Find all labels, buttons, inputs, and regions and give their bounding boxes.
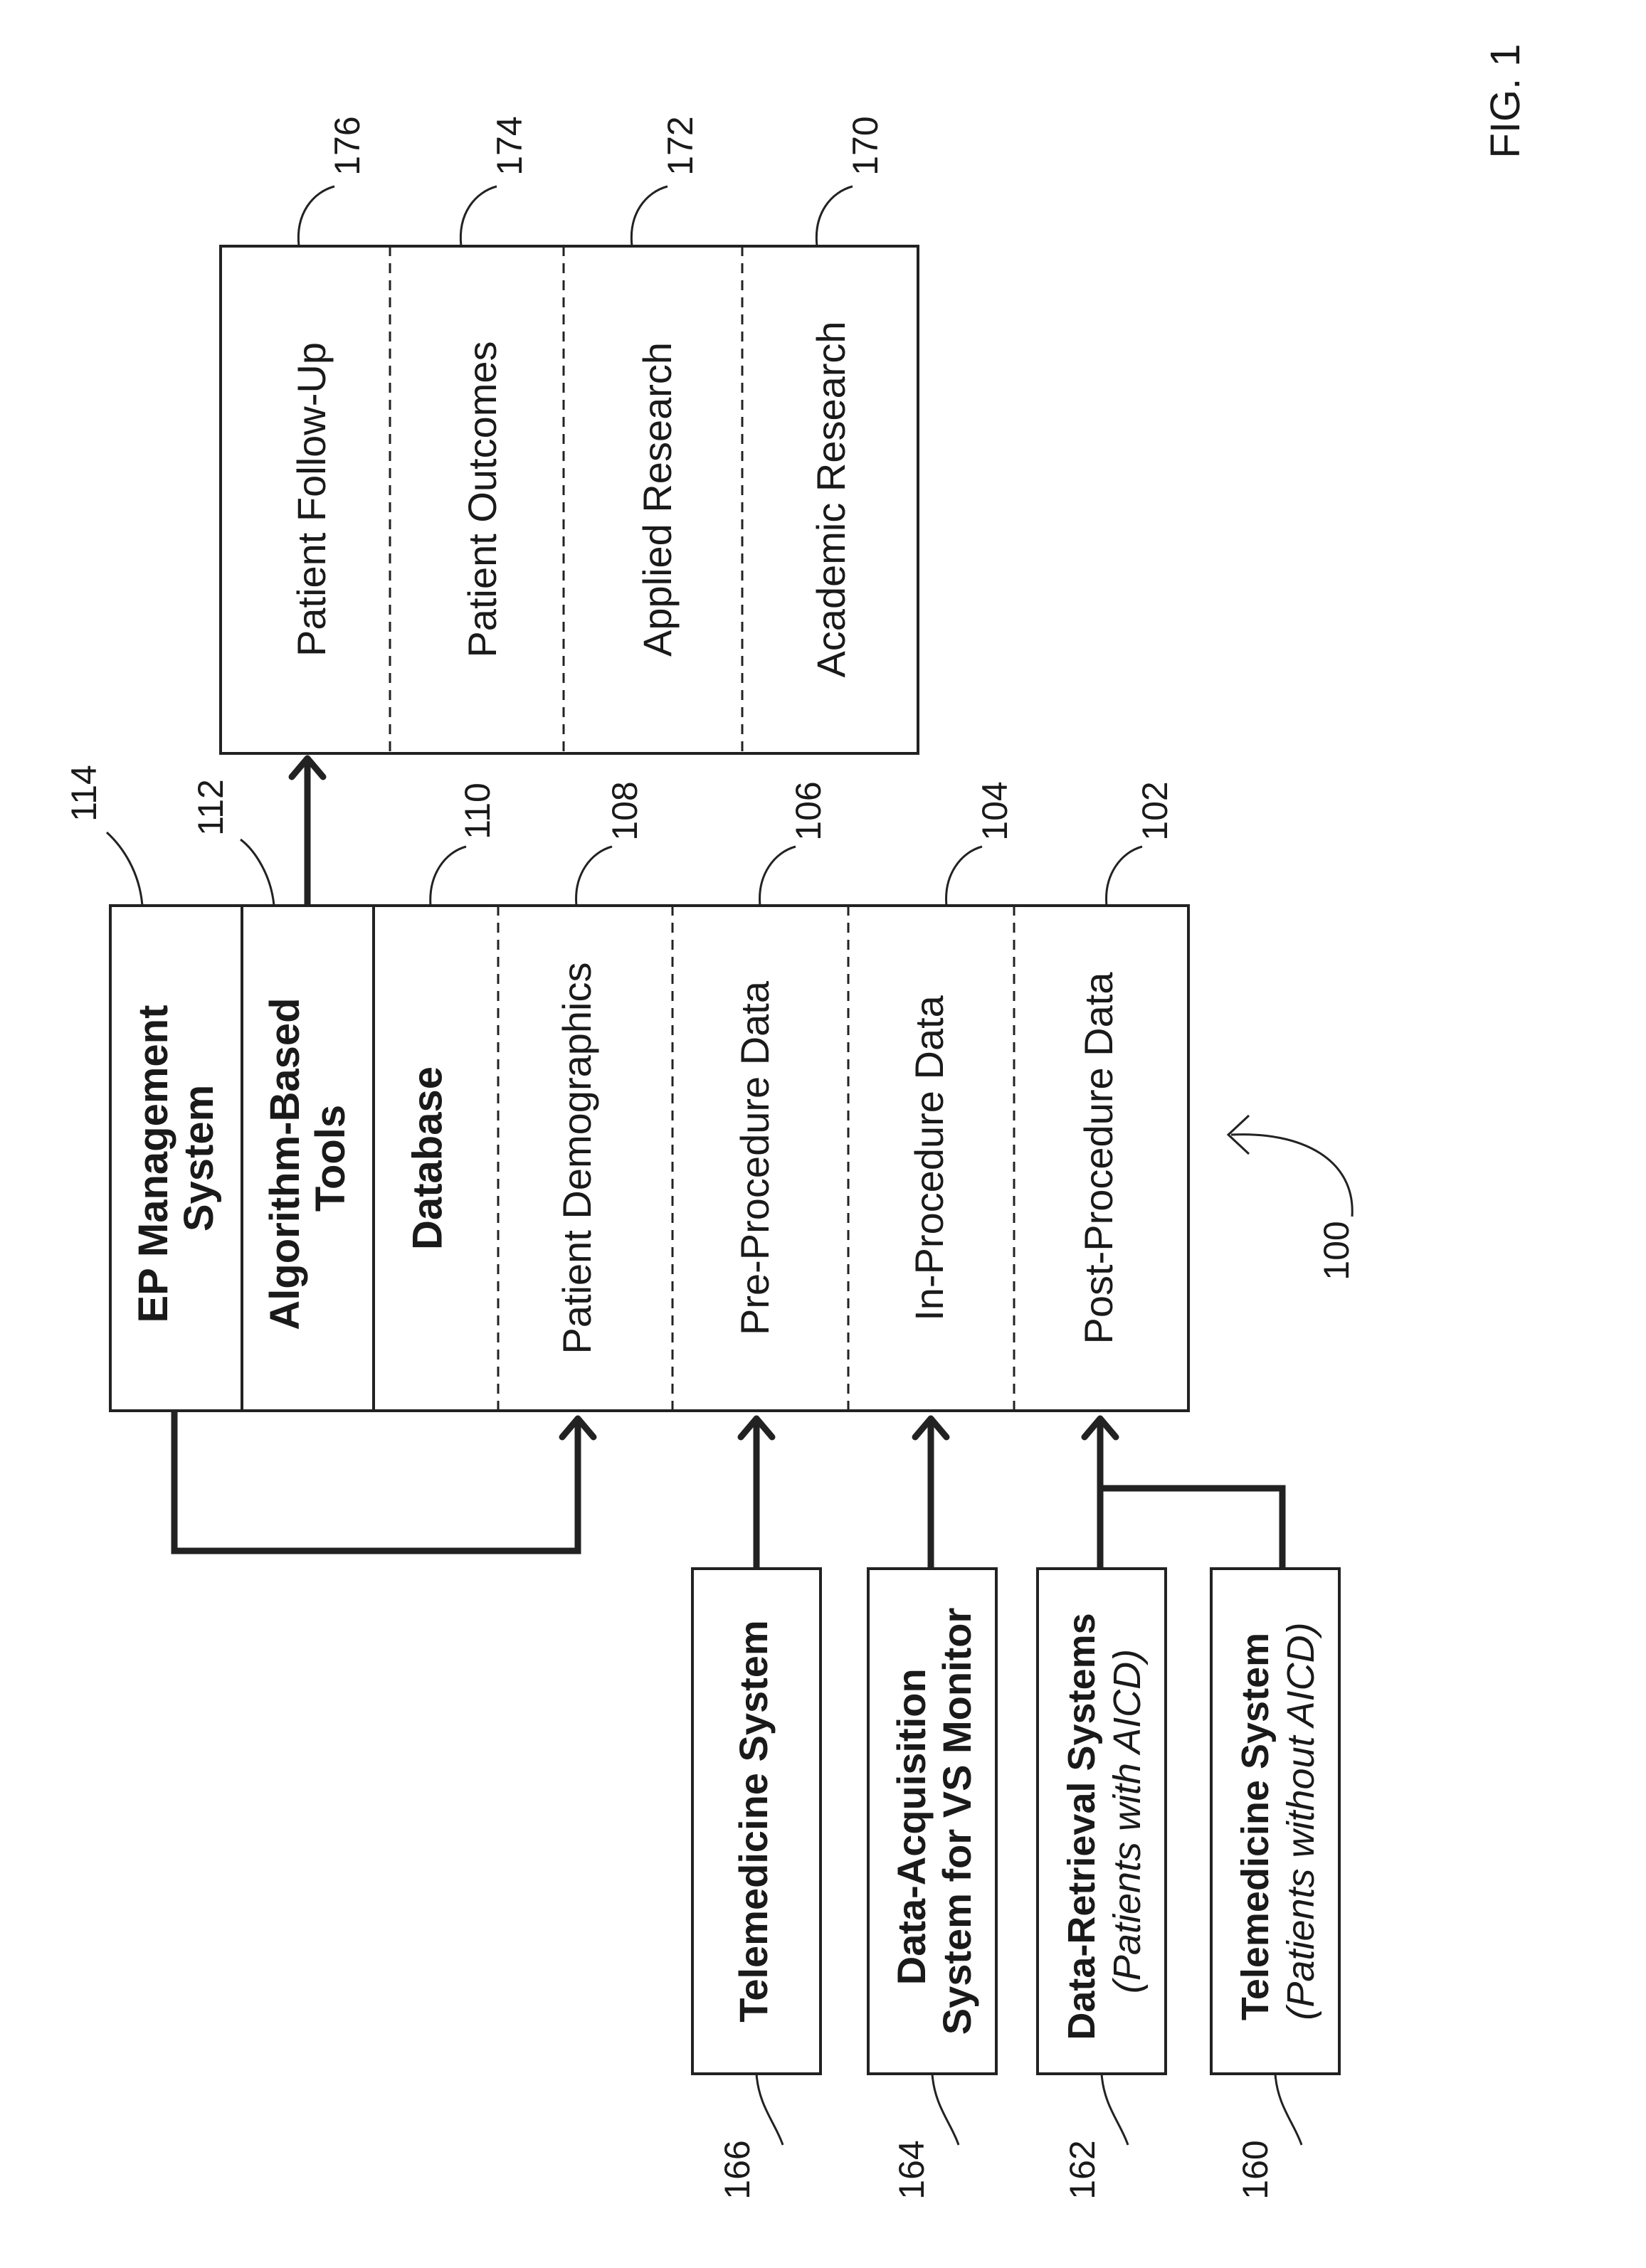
ref-114: 114: [64, 765, 104, 822]
leader-172: [631, 186, 668, 246]
outputs-box: Patient Follow-Up Patient Outcomes Appli…: [221, 246, 918, 753]
leader-112: [241, 839, 274, 906]
ref-108: 108: [605, 781, 645, 840]
ref-172: 172: [660, 116, 700, 175]
ep-management-line1: EP Management: [130, 1005, 176, 1323]
system-100-ref: 100: [1228, 1116, 1356, 1281]
input-data-retrieval-line1: Data-Retrieval Systems: [1060, 1613, 1103, 2040]
leader-104: [946, 847, 982, 906]
leader-102: [1107, 847, 1142, 906]
leader-176: [298, 186, 334, 246]
ref-174: 174: [490, 116, 529, 175]
input-data-retrieval-line2: (Patients with AICD): [1106, 1649, 1149, 1993]
system-refs: 114 112 110 108 106 104 102: [64, 765, 1175, 906]
output-label-patient-follow-up: Patient Follow-Up: [289, 342, 334, 657]
ref-170: 170: [845, 116, 885, 175]
input-data-acquisition-line1: Data-Acquisition: [889, 1668, 934, 1985]
leader-100: [1231, 1135, 1352, 1217]
section-pre-procedure-data: Pre-Procedure Data: [732, 980, 777, 1335]
output-label-applied-research: Applied Research: [635, 342, 680, 657]
ref-160: 160: [1235, 2140, 1275, 2199]
output-label-academic-research: Academic Research: [808, 321, 853, 677]
ref-164: 164: [892, 2140, 932, 2199]
algorithm-tools-line1: Algorithm-Based: [262, 997, 308, 1330]
leader-108: [576, 847, 612, 906]
arrow-retrieval-to-postprocedure: [1085, 1419, 1282, 1569]
input-box-data-acquisition: Data-Acquisition System for VS Monitor: [868, 1569, 996, 2074]
arrow-acquisition-to-inprocedure: [915, 1419, 946, 1569]
ref-100: 100: [1317, 1221, 1356, 1280]
ref-102: 102: [1135, 781, 1175, 840]
main-system-box: EP Management System Algorithm-Based Too…: [110, 906, 1188, 1411]
leader-166: [756, 2074, 783, 2145]
ref-104: 104: [975, 781, 1015, 840]
figure-label: FIG. 1: [1482, 43, 1529, 158]
output-refs: 176 174 172 170: [298, 116, 885, 246]
arrow-telemedicine-to-preprocedure: [741, 1419, 772, 1569]
arrow-ep-to-demographics: [174, 1411, 593, 1551]
input-telemedicine-line1: Telemedicine System: [731, 1620, 776, 2022]
leader-162: [1102, 2074, 1128, 2145]
section-post-procedure-data: Post-Procedure Data: [1076, 972, 1121, 1345]
leader-110: [431, 847, 466, 906]
input-telemedicine-no-aicd-line2: (Patients without AICD): [1280, 1622, 1322, 2020]
ref-112: 112: [191, 779, 231, 836]
leader-106: [760, 847, 796, 906]
input-box-telemedicine-no-aicd: Telemedicine System (Patients without AI…: [1211, 1569, 1339, 2074]
section-in-procedure-data: In-Procedure Data: [907, 995, 951, 1320]
ref-110: 110: [458, 783, 497, 839]
input-box-telemedicine: Telemedicine System: [692, 1569, 821, 2074]
leader-164: [932, 2074, 959, 2145]
ref-166: 166: [717, 2140, 757, 2199]
ref-162: 162: [1062, 2140, 1102, 2199]
ep-management-line2: System: [176, 1085, 222, 1231]
leader-114: [107, 832, 142, 906]
output-label-patient-outcomes: Patient Outcomes: [460, 341, 505, 657]
database-label: Database: [404, 1066, 450, 1250]
ref-176: 176: [327, 116, 367, 175]
input-data-acquisition-line2: System for VS Monitor: [934, 1608, 979, 2035]
input-refs: 166 164 162 160: [717, 2074, 1302, 2200]
arrow-tools-to-outputs: [292, 758, 323, 906]
input-data-acquisition-label: Data-Acquisition System for VS Monitor: [889, 1608, 979, 2035]
algorithm-tools-line2: Tools: [307, 1105, 354, 1212]
ref-106: 106: [788, 781, 828, 840]
input-telemedicine-no-aicd-line1: Telemedicine System: [1234, 1633, 1277, 2020]
input-box-data-retrieval: Data-Retrieval Systems (Patients with AI…: [1038, 1569, 1166, 2074]
leader-170: [816, 186, 853, 246]
leader-174: [460, 186, 497, 246]
leader-160: [1275, 2074, 1302, 2145]
section-patient-demographics: Patient Demographics: [554, 963, 599, 1355]
